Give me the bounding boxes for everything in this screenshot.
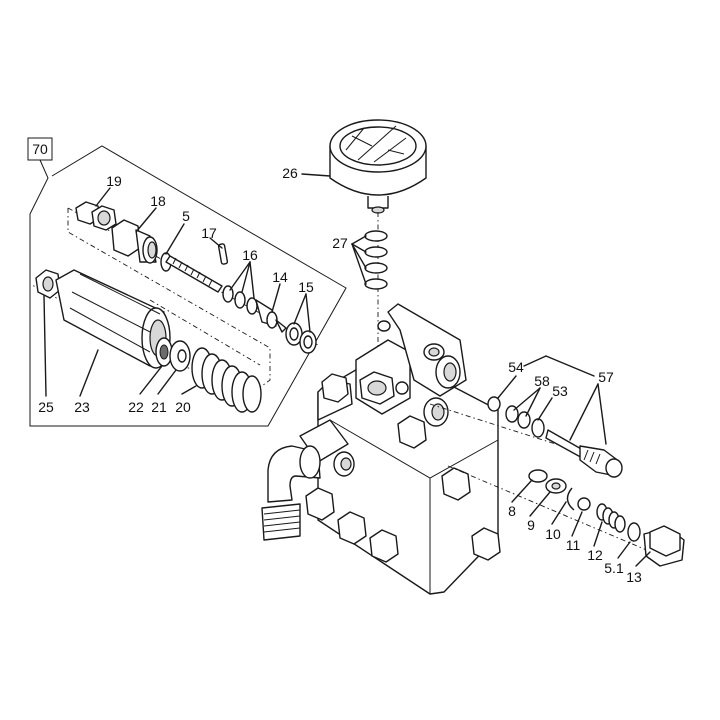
unloader-parts (429, 396, 623, 478)
part-51-oring (627, 522, 641, 542)
callout-16: 16 (242, 247, 258, 263)
callout-54: 54 (508, 359, 524, 375)
threaded-stem (165, 255, 223, 293)
part-16-rings (222, 285, 258, 315)
callout-22: 22 (128, 399, 144, 415)
leader-lines (43, 173, 651, 567)
callout-57: 57 (598, 369, 614, 385)
assembly-label: 70 (32, 141, 48, 157)
pump-manifold-icon (299, 303, 501, 595)
pressure-gauge-icon (329, 119, 427, 372)
callout-9: 9 (527, 517, 535, 533)
callout-25: 25 (38, 399, 54, 415)
callout-10: 10 (545, 526, 561, 542)
part-17-pin (217, 243, 229, 265)
callout-58: 58 (534, 373, 550, 389)
part-22-washer (155, 337, 173, 367)
callout-23: 23 (74, 399, 90, 415)
hose-fitting-icon (261, 445, 321, 541)
relief-valve-parts (35, 201, 317, 413)
part-54-ring (487, 396, 501, 412)
callout-5-1: 5.1 (604, 560, 624, 576)
callout-21: 21 (151, 399, 167, 415)
callout-18: 18 (150, 193, 166, 209)
part-8-oring (528, 469, 548, 483)
callout-12: 12 (587, 547, 603, 563)
part-19-nut (75, 201, 117, 231)
part-21-washer (169, 340, 191, 372)
part-15-orings (285, 322, 317, 354)
callout-20: 20 (175, 399, 191, 415)
callout-15: 15 (298, 279, 314, 295)
part-14-piston (255, 299, 287, 333)
part-23-knob (55, 269, 171, 369)
check-valve-parts (447, 465, 685, 567)
callout-8: 8 (508, 503, 516, 519)
part-10-clip (566, 487, 575, 511)
part-13-plug (643, 525, 685, 567)
callout-13: 13 (626, 569, 642, 585)
part-27-orings (364, 230, 388, 290)
callout-11: 11 (566, 537, 581, 553)
callout-53: 53 (552, 383, 568, 399)
callout-14: 14 (272, 269, 288, 285)
callout-17: 17 (201, 225, 217, 241)
callout-19: 19 (106, 173, 122, 189)
callout-labels: 19 18 5 17 16 14 15 25 23 22 21 20 26 27… (38, 165, 642, 585)
part-20-spring (191, 347, 262, 413)
callout-5: 5 (182, 208, 190, 224)
callout-27: 27 (332, 235, 348, 251)
part-18-valve-body (111, 219, 158, 264)
part-12-spring (596, 503, 626, 533)
part-11-ball (577, 497, 591, 511)
callout-26: 26 (282, 165, 298, 181)
